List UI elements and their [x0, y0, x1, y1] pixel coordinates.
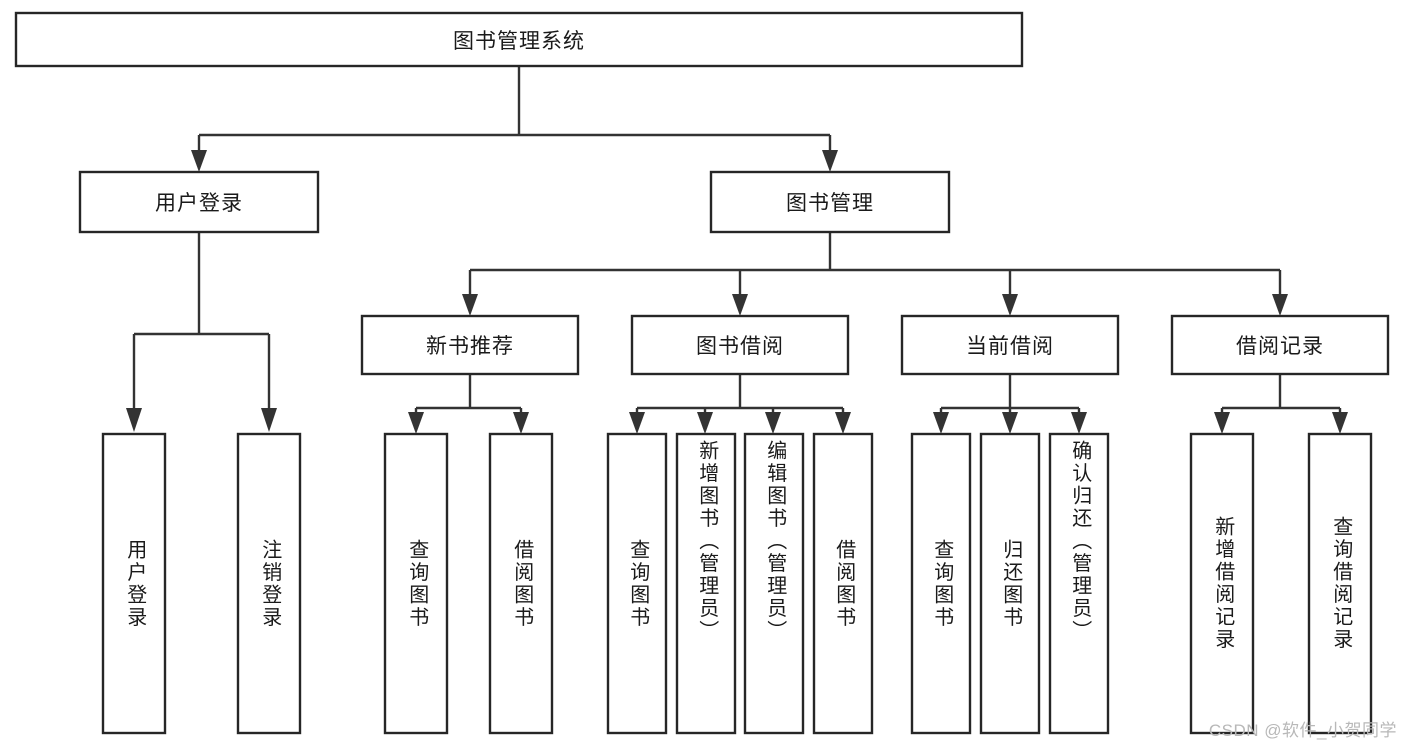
arrow-to-leaf-add-record	[1214, 412, 1230, 434]
node-box-leaf-user-login[interactable]	[101, 432, 167, 735]
node-box-borrow-record[interactable]	[1170, 314, 1390, 376]
arrow-to-leaf-borrow-book-rec	[513, 412, 529, 434]
connector-group-user-login	[126, 232, 277, 432]
arrow-to-leaf-query-book-current	[933, 412, 949, 434]
arrow-to-new-book-rec	[462, 294, 478, 316]
node-box-book-manage[interactable]	[709, 170, 951, 234]
node-box-leaf-edit-book[interactable]	[743, 432, 805, 735]
node-box-leaf-add-record[interactable]	[1189, 432, 1255, 735]
connector-group-new-book-rec	[408, 374, 529, 434]
arrow-to-leaf-user-logout	[261, 408, 277, 432]
arrow-to-leaf-borrow-book	[835, 412, 851, 434]
arrow-to-leaf-user-login	[126, 408, 142, 432]
node-box-leaf-borrow-book-rec[interactable]	[488, 432, 554, 735]
arrow-to-leaf-confirm-return	[1071, 412, 1087, 434]
node-box-book-borrow[interactable]	[630, 314, 850, 376]
node-box-leaf-query-book-current[interactable]	[910, 432, 972, 735]
node-box-leaf-return-book[interactable]	[979, 432, 1041, 735]
node-box-current-borrow[interactable]	[900, 314, 1120, 376]
node-box-new-book-rec[interactable]	[360, 314, 580, 376]
arrow-to-leaf-edit-book	[765, 412, 781, 434]
connector-group-current-borrow	[933, 374, 1087, 434]
node-box-leaf-query-book-borrow[interactable]	[606, 432, 668, 735]
node-box-leaf-query-record[interactable]	[1307, 432, 1373, 735]
node-box-user-login[interactable]	[78, 170, 320, 234]
arrow-to-leaf-add-book	[697, 412, 713, 434]
node-box-leaf-user-logout[interactable]	[236, 432, 302, 735]
arrow-root-to-book-manage	[822, 150, 838, 172]
node-box-leaf-confirm-return[interactable]	[1048, 432, 1110, 735]
connector-group-book-borrow	[629, 374, 851, 434]
node-box-root[interactable]	[14, 11, 1024, 68]
arrow-to-borrow-record	[1272, 294, 1288, 316]
node-box-leaf-query-book-rec[interactable]	[383, 432, 449, 735]
arrow-to-current-borrow	[1002, 294, 1018, 316]
node-box-leaf-borrow-book[interactable]	[812, 432, 874, 735]
connector-group-root	[191, 66, 838, 172]
arrow-to-leaf-query-record	[1332, 412, 1348, 434]
arrow-to-leaf-query-book-rec	[408, 412, 424, 434]
arrow-to-leaf-return-book	[1002, 412, 1018, 434]
arrow-to-book-borrow	[732, 294, 748, 316]
connector-group-book-manage	[462, 232, 1288, 316]
connector-group-borrow-record	[1214, 374, 1348, 434]
arrow-root-to-user-login	[191, 150, 207, 172]
node-box-leaf-add-book[interactable]	[675, 432, 737, 735]
arrow-to-leaf-query-book-borrow	[629, 412, 645, 434]
